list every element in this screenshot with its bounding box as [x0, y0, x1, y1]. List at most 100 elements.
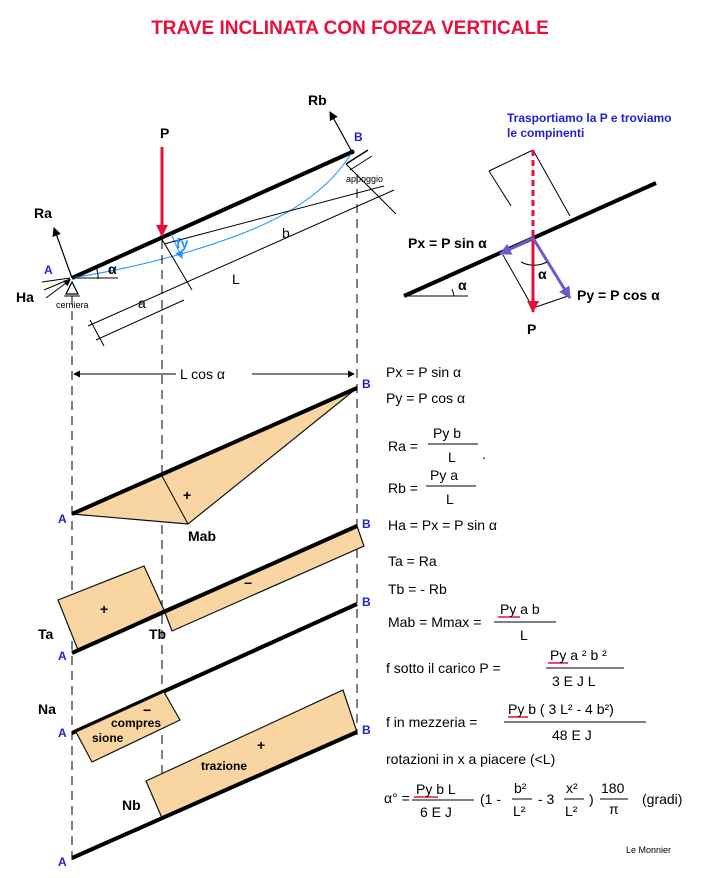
label-A-top: A [44, 263, 53, 277]
label-Rb: Rb [308, 92, 327, 108]
axial-beam-axis-1 [71, 602, 358, 735]
dimension-b-line [163, 185, 385, 245]
formula-L2b: L² [565, 803, 578, 819]
formula-Px: Px = P sin α [386, 364, 461, 380]
formula-b2: b² [514, 780, 527, 796]
shear-label-Ta: Ta [38, 626, 54, 642]
formula-x2: x² [566, 780, 578, 796]
formulas: Px = P sin α Py = P cos α Ra = Py b L . … [384, 364, 682, 820]
axial-label-A: A [58, 726, 67, 740]
moment-beam-axis [71, 386, 358, 516]
formula-Rb-num: Py a [430, 467, 458, 483]
inclined-beam [71, 150, 353, 280]
label-Ha: Ha [16, 289, 34, 305]
moment-sign: + [183, 487, 191, 503]
formula-Mab-num: Py a b [500, 601, 540, 617]
formula-fm-lhs: f in mezzeria = [386, 714, 477, 730]
formula-fs-lhs: f sotto il carico P = [386, 660, 501, 676]
formula-Tb: Tb = - Rb [388, 581, 447, 597]
formula-Rb-lhs: Rb = [388, 480, 418, 496]
hinge-support-icon [65, 280, 79, 295]
moment-load-line [161, 475, 189, 525]
axial-label-sione: sione [92, 731, 124, 745]
footer-credit: Le Monnier [626, 845, 671, 855]
axial-label-trazione: trazione [201, 759, 247, 773]
label-a: a [138, 295, 146, 311]
label-appoggio: appoggio [346, 174, 383, 184]
formula-paren-open: (1 - [480, 791, 501, 807]
force-decomposition: Trasportiamo la P e troviamo le compinen… [403, 111, 672, 337]
formula-Ra-den: L [448, 449, 456, 465]
axial-compression-area [75, 691, 181, 763]
decomp-rect-left [502, 254, 534, 309]
axial-label-Na: Na [38, 701, 56, 717]
dimension-Lcos-mask [176, 366, 252, 382]
decomp-note-line1: Trasportiamo la P e troviamo [507, 111, 672, 125]
formula-fs-den: 3 E J L [552, 673, 596, 689]
decomp-parallelogram-right [532, 149, 571, 217]
shear-label-A: A [58, 649, 67, 663]
label-L: L [232, 271, 240, 287]
Ha-line-2 [43, 278, 71, 291]
moment-diagram: + A B Mab [58, 377, 371, 544]
axial-label-compres: compres [111, 716, 161, 730]
axial-plus: + [257, 737, 265, 753]
axial-label-Nb: Nb [122, 797, 141, 813]
formula-fs-num: Py a ² b ² [550, 647, 607, 663]
reaction-Ha-arrow [45, 279, 71, 299]
shear-beam-axis [71, 524, 358, 655]
page-title: TRAVE INCLINATA CON FORZA VERTICALE [151, 18, 549, 39]
axial-label-A-bottom: A [58, 855, 67, 869]
decomp-label-Px: Px = P sin α [408, 235, 487, 251]
label-B-top: B [354, 130, 363, 144]
label-P: P [160, 125, 169, 141]
formula-Mab-den: L [520, 627, 528, 643]
shear-label-B: B [362, 517, 371, 531]
decomp-label-P: P [527, 321, 536, 337]
roller-ground [349, 155, 373, 171]
formula-180: 180 [601, 780, 625, 796]
moment-label-A: A [58, 512, 67, 526]
moment-label-B: B [362, 377, 371, 391]
reaction-Ra-arrow [52, 227, 73, 279]
roller-plate [345, 149, 369, 165]
formula-fm-num: Py b ( 3 L² - 4 b²) [508, 701, 614, 717]
label-b: b [282, 225, 290, 241]
axial-minus: − [143, 702, 151, 718]
formula-Ra-lhs: Ra = [388, 438, 418, 454]
dimension-L-line [87, 189, 395, 327]
formula-Ha: Ha = Px = P sin α [388, 517, 497, 533]
label-Lcos: L cos α [180, 366, 225, 382]
formula-Ta: Ta = Ra [388, 553, 437, 569]
shear-minus: − [244, 575, 252, 591]
roller-support-icon [349, 149, 355, 155]
deflection-fy-arrow [170, 233, 183, 259]
axial-label-B-2: B [362, 723, 371, 737]
dimension-tick-P [159, 235, 193, 291]
shear-plus: + [100, 601, 108, 617]
formula-paren-close: ) [589, 791, 594, 807]
axial-diagram: − compres sione + trazione Na Nb A B B A [38, 595, 371, 869]
decomp-parallelogram-top [488, 149, 534, 172]
reaction-Rb-arrow [329, 111, 353, 153]
label-alpha-beam: α [108, 261, 117, 277]
label-fy: fy [176, 235, 189, 251]
axial-tension-area [145, 689, 358, 819]
formula-alpha-lhs: α° = [384, 790, 410, 806]
main-beam-group: P Rb B appoggio Ra A α fy b L a Ha cerni… [16, 92, 397, 347]
decomp-Px-arrow [499, 236, 534, 256]
decomp-note-line2: le compinenti [507, 126, 584, 140]
formula-Mab-lhs: Mab = Mmax = [388, 614, 481, 630]
formula-rotations: rotazioni in x a piacere (<L) [386, 751, 555, 767]
alpha-arc-A [95, 266, 99, 280]
dimension-tick-A [89, 319, 105, 347]
formula-L2a: L² [513, 803, 526, 819]
formula-alpha-den: 6 E J [420, 804, 452, 820]
decomp-label-Py: Py = P cos α [577, 287, 660, 303]
formula-gradi: (gradi) [642, 791, 682, 807]
formula-Rb-den: L [446, 491, 454, 507]
shear-label-Tb: Tb [149, 626, 166, 642]
decomp-label-alpha-1: α [458, 277, 467, 293]
decomp-Py-arrow [531, 237, 572, 299]
